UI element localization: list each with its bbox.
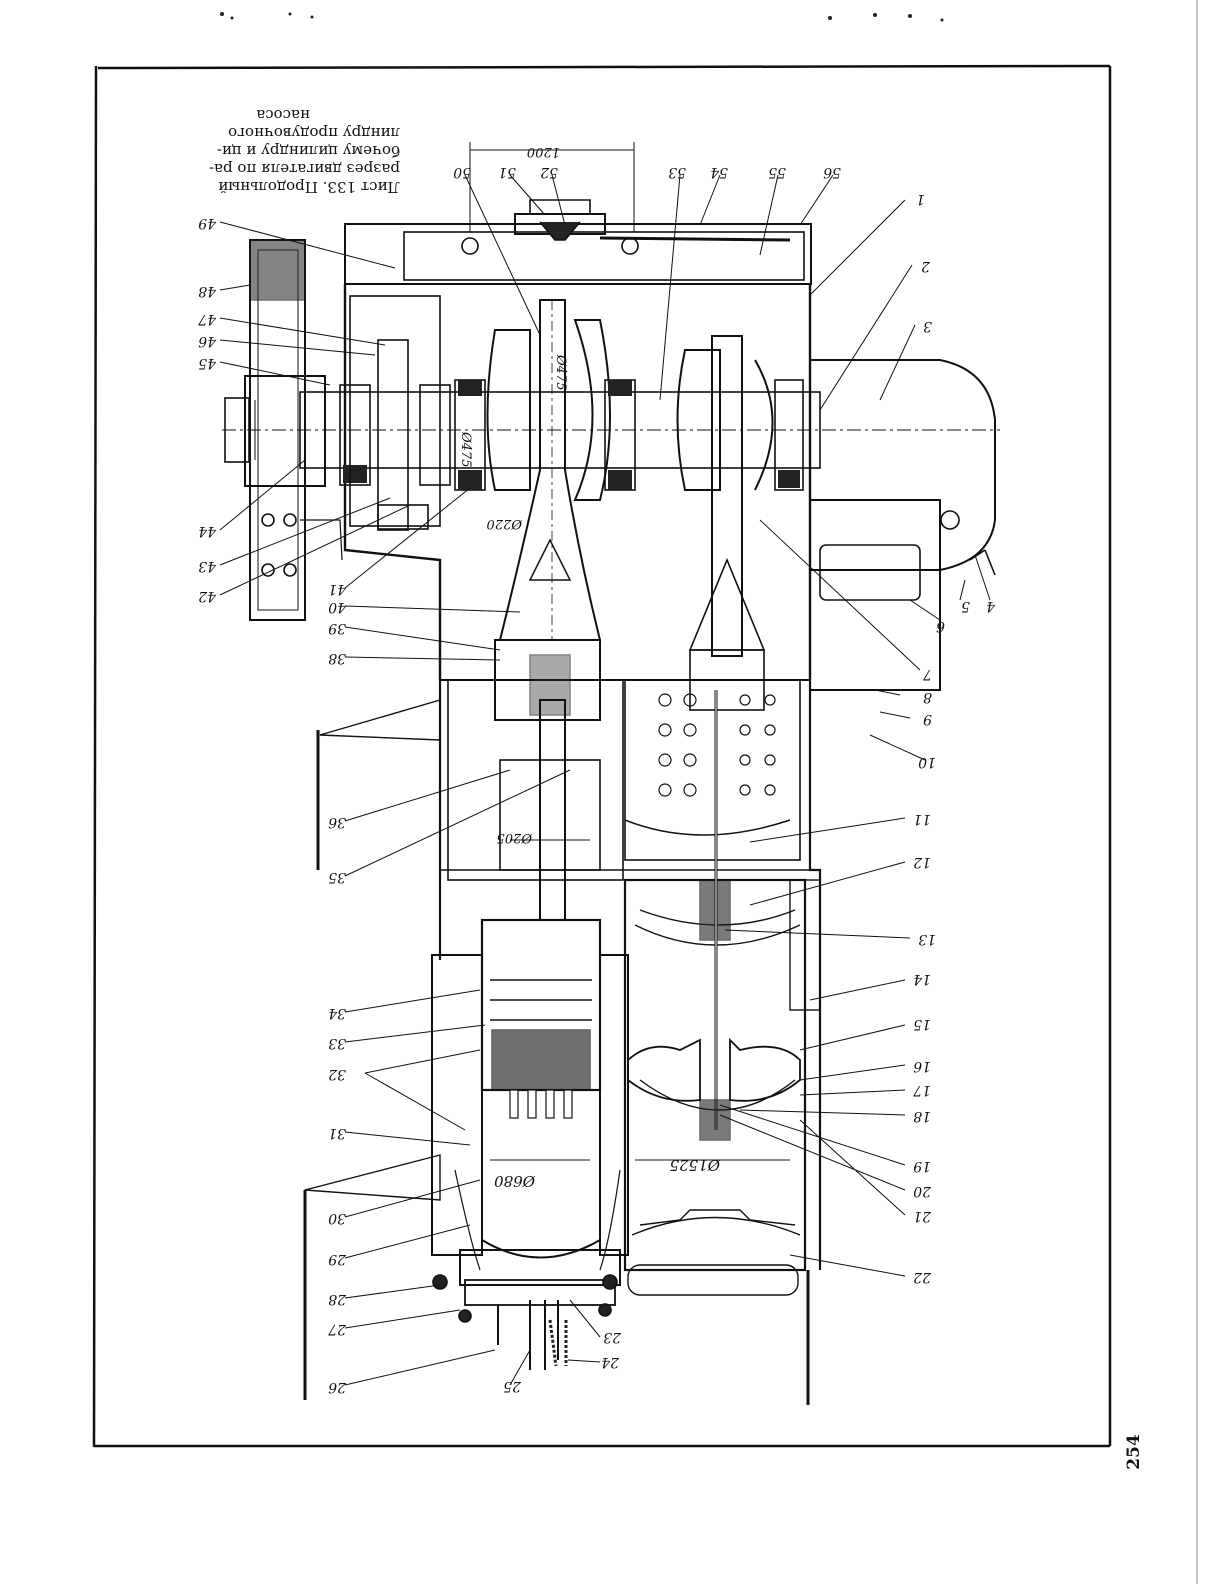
dimension-label: Ø220 [487,516,523,531]
callout-53: 53 [668,164,686,180]
callout-31: 31 [328,1125,346,1141]
callout-22: 22 [913,1269,932,1285]
callout-55: 55 [768,164,786,180]
callout-4: 4 [986,598,996,614]
callout-32: 32 [328,1066,346,1082]
page-number-text: 254 [1124,1434,1144,1470]
dimension-label: Ø205 [497,830,533,845]
caption-line: насоса [256,106,310,124]
callout-52: 52 [540,164,558,180]
callout-2: 2 [921,258,931,274]
caption-line: Лист 133. Продольный [218,178,400,196]
callout-30: 30 [328,1210,346,1226]
dimension-label: Ø680 [494,1172,536,1190]
callout-11: 11 [913,811,931,827]
callout-56: 56 [823,164,841,180]
callout-leaders [220,175,990,1385]
callout-51: 51 [498,164,516,180]
callout-42: 42 [198,588,217,604]
callout-48: 48 [198,283,217,299]
callout-28: 28 [328,1291,347,1307]
callout-5: 5 [961,598,970,614]
caption-line: бочему цилиндру и ци- [217,142,400,160]
callout-24: 24 [601,1354,620,1370]
callout-46: 46 [198,333,217,349]
callout-41: 41 [328,581,347,597]
callout-44: 44 [198,523,217,539]
callout-50: 50 [453,164,471,180]
callout-39: 39 [328,620,346,636]
callout-15: 15 [913,1016,931,1032]
page-number: 254 [1122,1432,1150,1472]
callout-36: 36 [328,814,346,830]
callout-29: 29 [328,1251,347,1267]
dimension-label: Ø475 [553,354,568,390]
callout-20: 20 [913,1183,932,1199]
callout-54: 54 [710,164,728,180]
callout-34: 34 [328,1005,346,1021]
callout-25: 25 [503,1378,522,1394]
callout-1: 1 [916,191,925,207]
print-specks [220,12,944,22]
callout-49: 49 [198,215,217,231]
figure-caption: Лист 133. Продольный разрез двигателя по… [209,106,400,196]
callout-17: 17 [913,1082,931,1098]
callout-8: 8 [923,689,932,705]
callout-21: 21 [913,1208,932,1224]
callout-33: 33 [328,1035,346,1051]
callout-47: 47 [198,311,217,327]
callout-16: 16 [913,1058,931,1074]
callout-23: 23 [603,1329,622,1345]
dimension-label: Ø1525 [670,1156,721,1174]
callout-14: 14 [913,971,931,987]
callout-10: 10 [918,754,936,770]
callout-35: 35 [328,869,346,885]
callout-13: 13 [918,931,936,947]
caption-line: разрез двигателя по ра- [209,160,400,178]
callout-7: 7 [923,666,932,682]
callout-43: 43 [198,558,217,574]
callout-19: 19 [913,1158,931,1174]
callout-38: 38 [328,650,346,666]
callout-3: 3 [923,318,932,334]
callout-12: 12 [913,854,931,870]
callout-9: 9 [923,711,932,727]
callout-27: 27 [328,1321,347,1337]
callout-26: 26 [328,1379,347,1395]
callout-40: 40 [328,599,347,615]
dimension-label: 1200 [527,144,560,159]
dimension-label: Ø475 [458,431,473,467]
callout-6: 6 [936,618,945,634]
callout-45: 45 [198,355,217,371]
caption-line: линдру продувочного [228,124,400,142]
callout-18: 18 [913,1108,931,1124]
